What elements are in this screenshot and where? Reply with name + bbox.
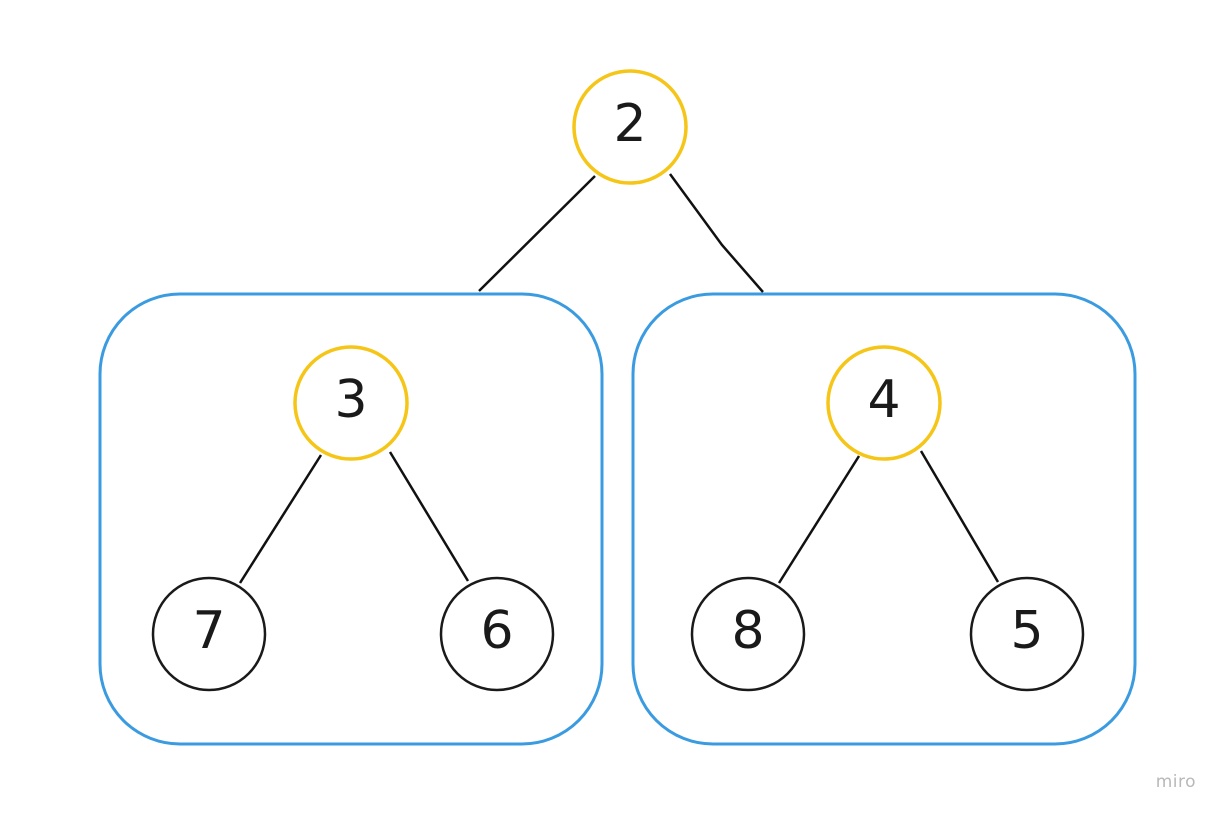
node-label: 3: [334, 370, 367, 430]
node-circle: [572, 69, 688, 185]
node-label: 8: [731, 601, 764, 661]
edge-root-left: [478, 175, 596, 292]
node-circle: [151, 576, 267, 692]
tree-node-left-subtree-root: 3: [293, 345, 409, 461]
node-circle: [439, 576, 555, 692]
tree-node-left-subtree-right: 6: [439, 576, 555, 692]
node-label: 4: [867, 370, 900, 430]
edge-3-6: [388, 451, 470, 582]
tree-node-root: 2: [572, 69, 688, 185]
node-label: 6: [480, 601, 513, 661]
edge-4-5: [919, 450, 1000, 583]
node-circle: [969, 576, 1085, 692]
tree-node-right-subtree-root: 4: [826, 345, 942, 461]
node-circle: [826, 345, 942, 461]
node-circle: [293, 345, 409, 461]
edge-root-right: [668, 173, 764, 293]
miro-watermark: miro: [1155, 772, 1196, 792]
edge-3-7: [238, 454, 323, 584]
node-label: 2: [613, 94, 646, 154]
right-subtree-group: [631, 292, 1137, 746]
node-circle: [690, 576, 806, 692]
tree-node-right-subtree-left: 8: [690, 576, 806, 692]
left-subtree-group: [98, 292, 604, 746]
node-label: 7: [192, 601, 225, 661]
tree-node-right-subtree-right: 5: [969, 576, 1085, 692]
tree-node-left-subtree-left: 7: [151, 576, 267, 692]
edge-4-8: [777, 455, 861, 584]
node-label: 5: [1010, 601, 1043, 661]
